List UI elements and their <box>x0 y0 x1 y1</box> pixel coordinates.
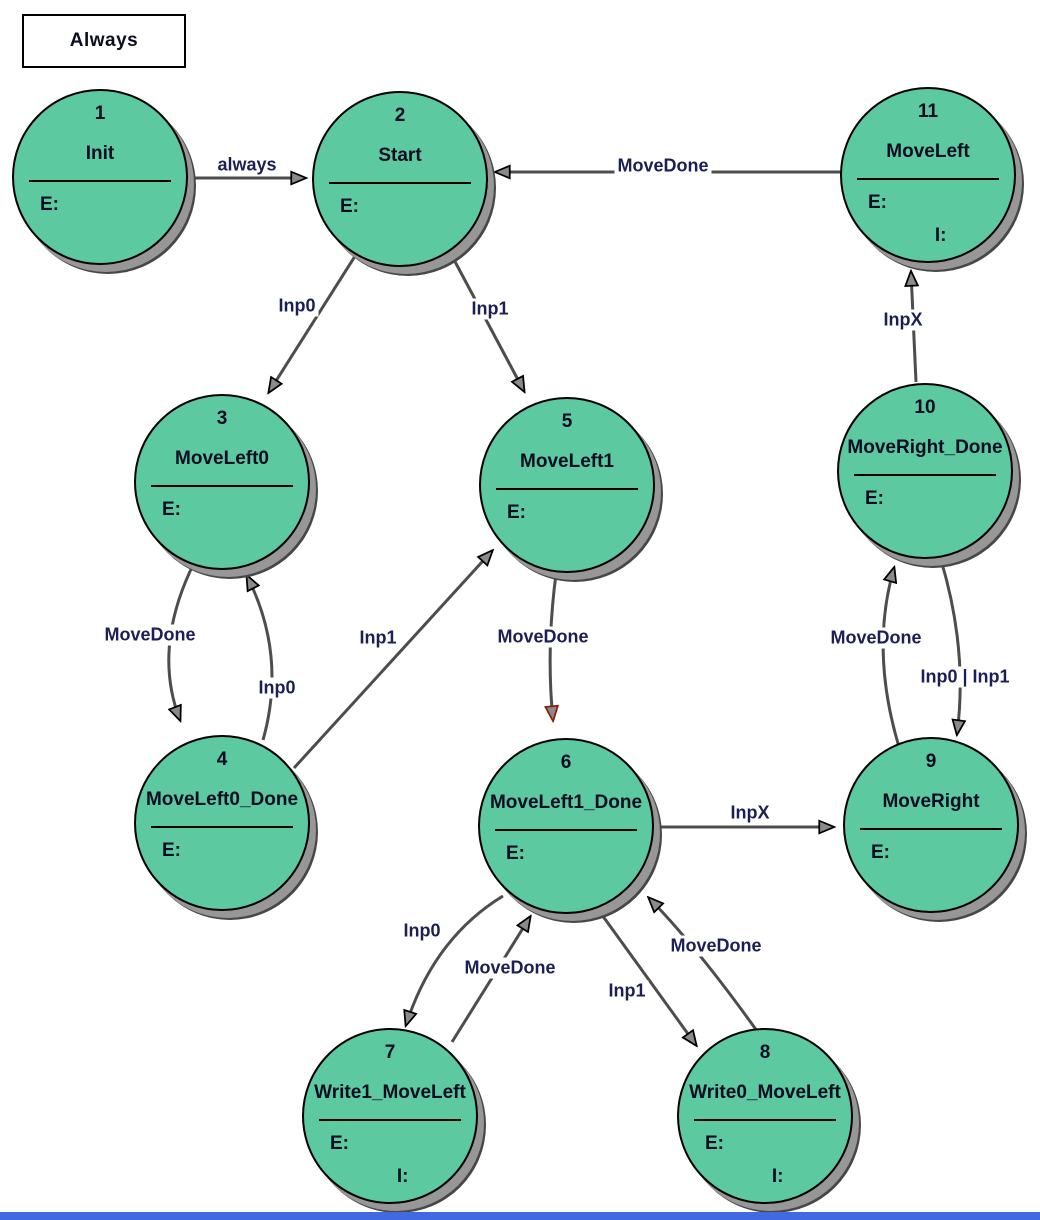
transition-label-inp1-diag[interactable]: Inp1 <box>356 627 400 649</box>
transition-label-inp0-left[interactable]: Inp0 <box>255 677 299 699</box>
state-name: MoveLeft0 <box>175 448 269 469</box>
state-write1-moveleft[interactable]: 7 Write1_MoveLeft E: I: <box>302 1028 478 1204</box>
state-entry-label: E: <box>40 194 59 215</box>
transition-moverightdone-moveright[interactable] <box>939 559 960 734</box>
state-input-label: I: <box>771 1166 784 1187</box>
state-name: MoveRight_Done <box>847 437 1003 458</box>
state-divider <box>151 826 293 828</box>
state-number: 11 <box>917 101 939 122</box>
always-legend-label: Always <box>69 30 139 51</box>
state-entry-label: E: <box>506 843 525 864</box>
transition-label-always[interactable]: always <box>214 154 280 176</box>
state-entry-label: E: <box>865 488 884 509</box>
transition-write0moveleft-moveleft1done[interactable] <box>649 898 759 1032</box>
state-moveleft0[interactable]: 3 MoveLeft0 E: <box>134 394 310 570</box>
state-entry-label: E: <box>162 499 181 520</box>
state-number: 2 <box>394 105 406 126</box>
transition-label-inpx-right[interactable]: InpX <box>880 309 926 331</box>
state-divider <box>151 485 293 487</box>
transition-label-inpx-mid[interactable]: InpX <box>727 802 773 824</box>
transition-moveleft0done-moveleft1[interactable] <box>292 551 492 770</box>
state-entry-label: E: <box>507 502 526 523</box>
state-divider <box>496 488 638 490</box>
state-number: 5 <box>561 411 573 432</box>
state-name: MoveLeft1_Done <box>489 792 643 813</box>
transition-start-moveleft0[interactable] <box>269 252 359 392</box>
state-name: Write1_MoveLeft <box>314 1082 466 1103</box>
state-number: 3 <box>216 408 228 429</box>
state-name: Start <box>378 145 422 166</box>
state-name: MoveLeft1 <box>520 451 614 472</box>
state-number: 6 <box>560 752 572 773</box>
state-entry-label: E: <box>162 840 181 861</box>
state-entry-label: E: <box>705 1133 724 1154</box>
always-legend-box[interactable]: Always <box>22 14 186 68</box>
state-input-label: I: <box>396 1166 409 1187</box>
state-number: 7 <box>384 1042 396 1063</box>
state-write0-moveleft[interactable]: 8 Write0_MoveLeft E: I: <box>677 1028 853 1204</box>
transition-label-movedone-right[interactable]: MoveDone <box>827 627 925 649</box>
transition-label-movedone-top[interactable]: MoveDone <box>614 155 712 177</box>
state-name: MoveLeft <box>886 141 970 162</box>
state-divider <box>495 829 637 831</box>
transition-label-movedone-mid[interactable]: MoveDone <box>494 626 592 648</box>
state-divider <box>319 1119 461 1121</box>
transition-moveright-moverightdone[interactable] <box>881 568 901 748</box>
transition-label-inp0-start[interactable]: Inp0 <box>275 295 319 317</box>
transition-moveleft1done-write1moveleft[interactable] <box>406 894 504 1025</box>
state-input-label: I: <box>934 225 947 246</box>
transition-moveleft0done-moveleft0[interactable] <box>247 576 274 741</box>
state-number: 10 <box>914 397 936 418</box>
state-name: MoveRight <box>882 791 980 812</box>
state-moveright[interactable]: 9 MoveRight E: <box>843 737 1019 913</box>
transition-label-inp1-bottom[interactable]: Inp1 <box>605 980 649 1002</box>
state-entry-label: E: <box>340 196 359 217</box>
transition-label-inp1-start[interactable]: Inp1 <box>468 298 512 320</box>
state-number: 9 <box>925 751 937 772</box>
state-entry-label: E: <box>868 192 887 213</box>
state-start[interactable]: 2 Start E: <box>312 91 488 267</box>
state-divider <box>854 474 996 476</box>
state-name: MoveLeft0_Done <box>145 789 299 810</box>
transition-label-inp0-or-inp1[interactable]: Inp0 | Inp1 <box>917 666 1013 688</box>
state-number: 4 <box>216 749 228 770</box>
state-moveleft1-done[interactable]: 6 MoveLeft1_Done E: <box>478 738 654 914</box>
state-divider <box>29 180 171 182</box>
state-divider <box>857 178 999 180</box>
state-moveright-done[interactable]: 10 MoveRight_Done E: <box>837 383 1013 559</box>
state-moveleft1[interactable]: 5 MoveLeft1 E: <box>479 397 655 573</box>
transition-label-inp0-bottom[interactable]: Inp0 <box>400 920 444 942</box>
state-moveleft[interactable]: 11 MoveLeft E: I: <box>840 87 1016 263</box>
transition-write1moveleft-moveleft1done[interactable] <box>450 917 530 1043</box>
transition-moveleft1-moveleft1done[interactable] <box>550 573 556 720</box>
state-entry-label: E: <box>871 842 890 863</box>
state-name: Init <box>85 143 115 164</box>
state-divider <box>329 182 471 184</box>
transition-start-moveleft1[interactable] <box>450 255 524 391</box>
transition-moveleft1done-write0moveleft[interactable] <box>595 907 696 1045</box>
state-number: 8 <box>759 1042 771 1063</box>
transition-label-movedone-bottomleft[interactable]: MoveDone <box>461 957 559 979</box>
state-moveleft0-done[interactable]: 4 MoveLeft0_Done E: <box>134 735 310 911</box>
window-edge-bar <box>0 1212 1040 1220</box>
state-init[interactable]: 1 Init E: <box>12 89 188 265</box>
state-name: Write0_MoveLeft <box>689 1082 841 1103</box>
state-divider <box>694 1119 836 1121</box>
state-number: 1 <box>94 103 106 124</box>
state-divider <box>860 828 1002 830</box>
state-entry-label: E: <box>330 1133 349 1154</box>
transition-label-movedone-left[interactable]: MoveDone <box>101 624 199 646</box>
transition-label-movedone-bottomright[interactable]: MoveDone <box>667 935 765 957</box>
